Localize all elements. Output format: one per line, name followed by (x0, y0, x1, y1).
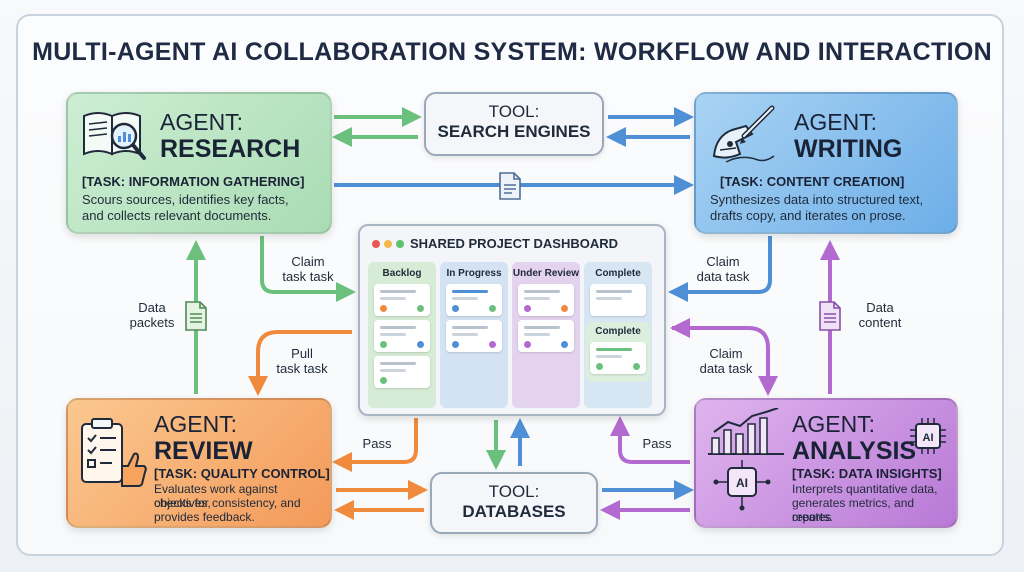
agent-review-task: [TASK: QUALITY CONTROL] (154, 466, 330, 481)
kanban-column-header: Complete (595, 268, 641, 279)
kanban-column-under-review: Under Review (512, 262, 580, 408)
agent-writing-task: [TASK: CONTENT CREATION] (720, 174, 905, 189)
window-close-dot (372, 240, 380, 248)
kanban-card[interactable] (590, 342, 646, 374)
diagram-title: MULTI-AGENT AI COLLABORATION SYSTEM: WOR… (32, 38, 992, 66)
agent-research-card: AGENT: RESEARCH [TASK: INFORMATION GATHE… (66, 92, 332, 234)
arrow-pull-task (248, 330, 352, 396)
arrow-writing-claim-data (668, 236, 772, 302)
agent-writing-desc-line1: Synthesizes data into structured text, (710, 192, 924, 207)
kanban-complete-subheader: Complete (595, 326, 641, 337)
tool-databases-label: TOOL: (488, 482, 540, 501)
agent-writing-role: AGENT: (794, 109, 878, 135)
label-line: Data (866, 300, 894, 315)
kanban-card[interactable] (446, 320, 502, 352)
ai-chip-text: AI (736, 476, 748, 490)
kanban-card[interactable] (374, 320, 430, 352)
agent-writing-card: AGENT: WRITING [TASK: CONTENT CREATION] … (694, 92, 958, 234)
agent-research-desc-line2: and collects relevant documents. (82, 208, 272, 223)
robot-hand-pen-icon (712, 105, 775, 163)
agent-research-task: [TASK: INFORMATION GATHERING] (82, 174, 305, 189)
label-data-packets: Data packets (122, 300, 182, 330)
label-line: data task (696, 269, 750, 284)
arrow-pass-left (332, 418, 418, 472)
label-line: Claim (706, 254, 740, 269)
label-line: Claim (291, 254, 325, 269)
label-claim-task-left: Claim task task (272, 254, 344, 284)
label-line: task task (276, 361, 328, 376)
agent-review-desc-line1: Evaluates work against objectives, (154, 482, 278, 510)
label-line: content (858, 315, 902, 330)
arrow-claim-data-task (672, 326, 778, 396)
agent-review-name: REVIEW (154, 437, 253, 465)
label-line: data task (699, 361, 753, 376)
ai-chip-icon: AI (910, 418, 946, 454)
kanban-column-in-progress: In Progress (440, 262, 508, 408)
agent-research-desc-line1: Scours sources, identifies key facts, (82, 192, 289, 207)
label-claim-data-top: Claim data task (686, 254, 760, 284)
label-pass-left: Pass (362, 436, 392, 451)
agent-writing-name: WRITING (794, 135, 903, 163)
kanban-complete-subpanel: Complete (586, 322, 650, 382)
kanban-column-backlog: Backlog (368, 262, 436, 408)
tool-search-name: SEARCH ENGINES (437, 122, 591, 141)
tool-databases-name: DATABASES (462, 502, 566, 521)
agent-research-role: AGENT: (160, 109, 244, 135)
shared-project-dashboard: SHARED PROJECT DASHBOARD Backlog In Prog… (358, 224, 666, 416)
kanban-card[interactable] (518, 320, 574, 352)
kanban-card[interactable] (590, 284, 646, 316)
ai-chip-chart-icon: AI (708, 408, 784, 511)
clipboard-thumbs-up-icon (81, 418, 147, 487)
label-data-content: Data content (846, 300, 914, 330)
kanban-column-header: Backlog (382, 268, 422, 279)
label-line: packets (129, 315, 175, 330)
label-pull-task: Pull task task (266, 346, 338, 376)
tool-databases: TOOL: DATABASES (430, 472, 598, 534)
arrow-pass-right (610, 416, 690, 464)
document-icon (185, 301, 207, 331)
kanban-column-complete: Complete Complete (584, 262, 652, 408)
label-pass-right: Pass (642, 436, 672, 451)
kanban-card[interactable] (374, 284, 430, 316)
label-line: Pull (291, 346, 313, 361)
agent-writing-desc-line2: drafts copy, and iterates on prose. (710, 208, 906, 223)
agent-analysis-desc-line1: Interprets quantitative data, (792, 482, 938, 496)
tool-search-engines: TOOL: SEARCH ENGINES (424, 92, 604, 156)
kanban-card[interactable] (518, 284, 574, 316)
label-claim-data-mid: Claim data task (690, 346, 762, 376)
agent-analysis-task: [TASK: DATA INSIGHTS] (792, 466, 942, 481)
agent-review-card: AGENT: REVIEW [TASK: QUALITY CONTROL] Ev… (66, 398, 332, 528)
kanban-card[interactable] (446, 284, 502, 316)
agent-research-name: RESEARCH (160, 135, 301, 163)
dashboard-title: SHARED PROJECT DASHBOARD (410, 236, 619, 251)
agent-analysis-desc-line2: generates metrics, and creates (792, 496, 915, 524)
agent-analysis-desc-line3: reports. (792, 510, 833, 524)
kanban-column-header: Under Review (512, 268, 580, 279)
window-maximize-dot (396, 240, 404, 248)
document-icon (499, 172, 521, 200)
kanban-column-header: In Progress (446, 268, 502, 279)
label-line: task task (282, 269, 334, 284)
kanban-card[interactable] (374, 356, 430, 388)
agent-review-desc-line2: checks for consistency, and (154, 496, 301, 510)
agent-review-role: AGENT: (154, 411, 238, 437)
book-magnifier-chart-icon (83, 112, 146, 160)
agent-analysis-role: AGENT: (792, 411, 876, 437)
label-line: Data (138, 300, 166, 315)
arrow-research-claim-task (260, 236, 356, 302)
window-minimize-dot (384, 240, 392, 248)
agent-analysis-name: ANALYSIS (792, 437, 917, 465)
document-icon (819, 301, 841, 331)
agent-analysis-card: AI AI AGENT: ANALYSIS [TASK (694, 398, 958, 528)
ai-chip-text-small: AI (923, 432, 934, 444)
label-line: Claim (709, 346, 743, 361)
agent-review-desc-line3: provides feedback. (154, 510, 255, 524)
tool-search-label: TOOL: (488, 102, 540, 121)
